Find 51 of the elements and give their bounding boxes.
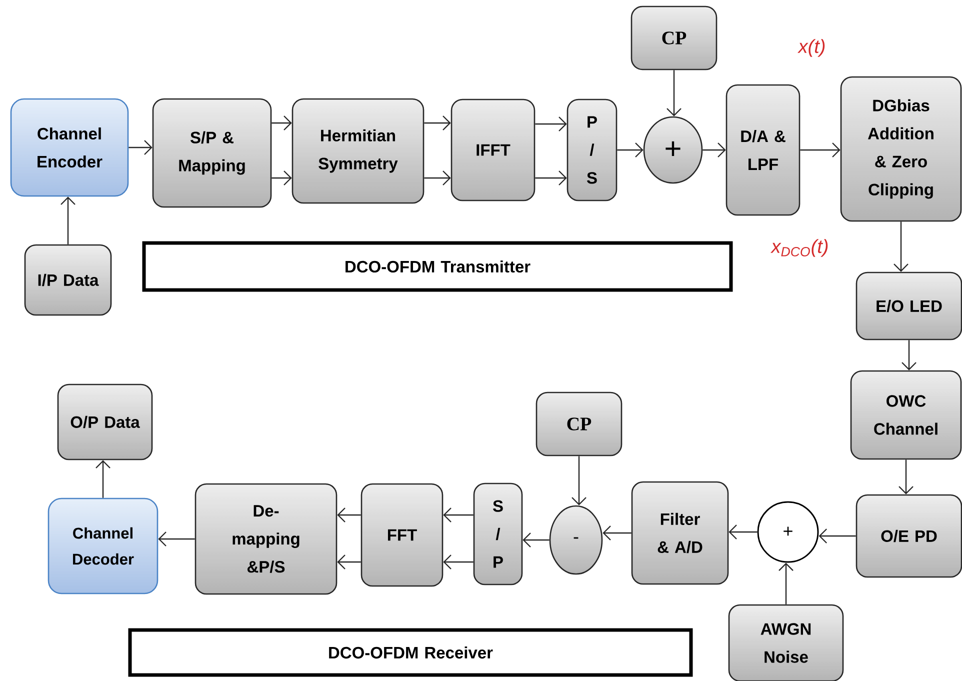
arrow — [702, 142, 726, 158]
process-box: De- mapping &P/S — [194, 483, 338, 595]
arrow — [424, 116, 451, 130]
channel-box: OWC Channel — [850, 370, 962, 460]
arrow — [902, 340, 916, 370]
process-box: S/P & Mapping — [152, 98, 272, 208]
title-banner: DCO-OFDM Receiver — [128, 628, 693, 677]
arrow — [602, 526, 632, 540]
process-box: O/E PD — [856, 494, 962, 578]
process-box: S / P — [473, 482, 523, 586]
process-box: P / S — [566, 98, 618, 202]
data-box: I/P Data — [24, 244, 112, 316]
title-banner: DCO-OFDM Transmitter — [142, 241, 733, 292]
process-box: IFFT — [450, 98, 536, 202]
process-box: CP — [536, 392, 622, 456]
arrow — [443, 554, 474, 570]
arrow — [272, 170, 292, 186]
noise-box: AWGN Noise — [728, 604, 844, 681]
arrow — [894, 222, 908, 272]
signal-label: x$_{DCO}$(t) — [770, 239, 828, 257]
arrow — [728, 524, 758, 540]
arrow — [128, 140, 152, 155]
arrow — [666, 70, 682, 116]
arrow — [272, 116, 292, 130]
arrow — [60, 196, 76, 244]
arrow — [443, 508, 474, 522]
arrow — [424, 170, 451, 186]
arrow — [522, 532, 550, 548]
decoder-box: Channel Decoder — [48, 498, 158, 594]
arrow — [337, 508, 361, 522]
process-box: Hermitian Symmetry — [292, 98, 424, 204]
encoder-box: Channel Encoder — [10, 98, 129, 197]
signal-label: x(t) — [798, 39, 825, 57]
arrow — [617, 142, 644, 158]
data-box: O/P Data — [57, 384, 153, 460]
arrow — [158, 532, 195, 546]
arrow — [818, 528, 856, 544]
process-box: Filter & A/D — [631, 481, 729, 585]
arrow — [778, 562, 794, 604]
process-box: D/A & LPF — [726, 84, 800, 216]
arrow — [800, 142, 840, 158]
process-box: DGbias Addition & Zero Clipping — [840, 76, 962, 222]
arrow — [337, 554, 361, 570]
process-box: CP — [630, 6, 718, 70]
arrow — [898, 460, 914, 494]
arrow — [535, 116, 567, 132]
arrow — [535, 170, 567, 186]
process-box: E/O LED — [856, 272, 962, 340]
arrow — [572, 456, 586, 506]
arrow — [96, 460, 110, 498]
process-box: FFT — [360, 483, 444, 587]
